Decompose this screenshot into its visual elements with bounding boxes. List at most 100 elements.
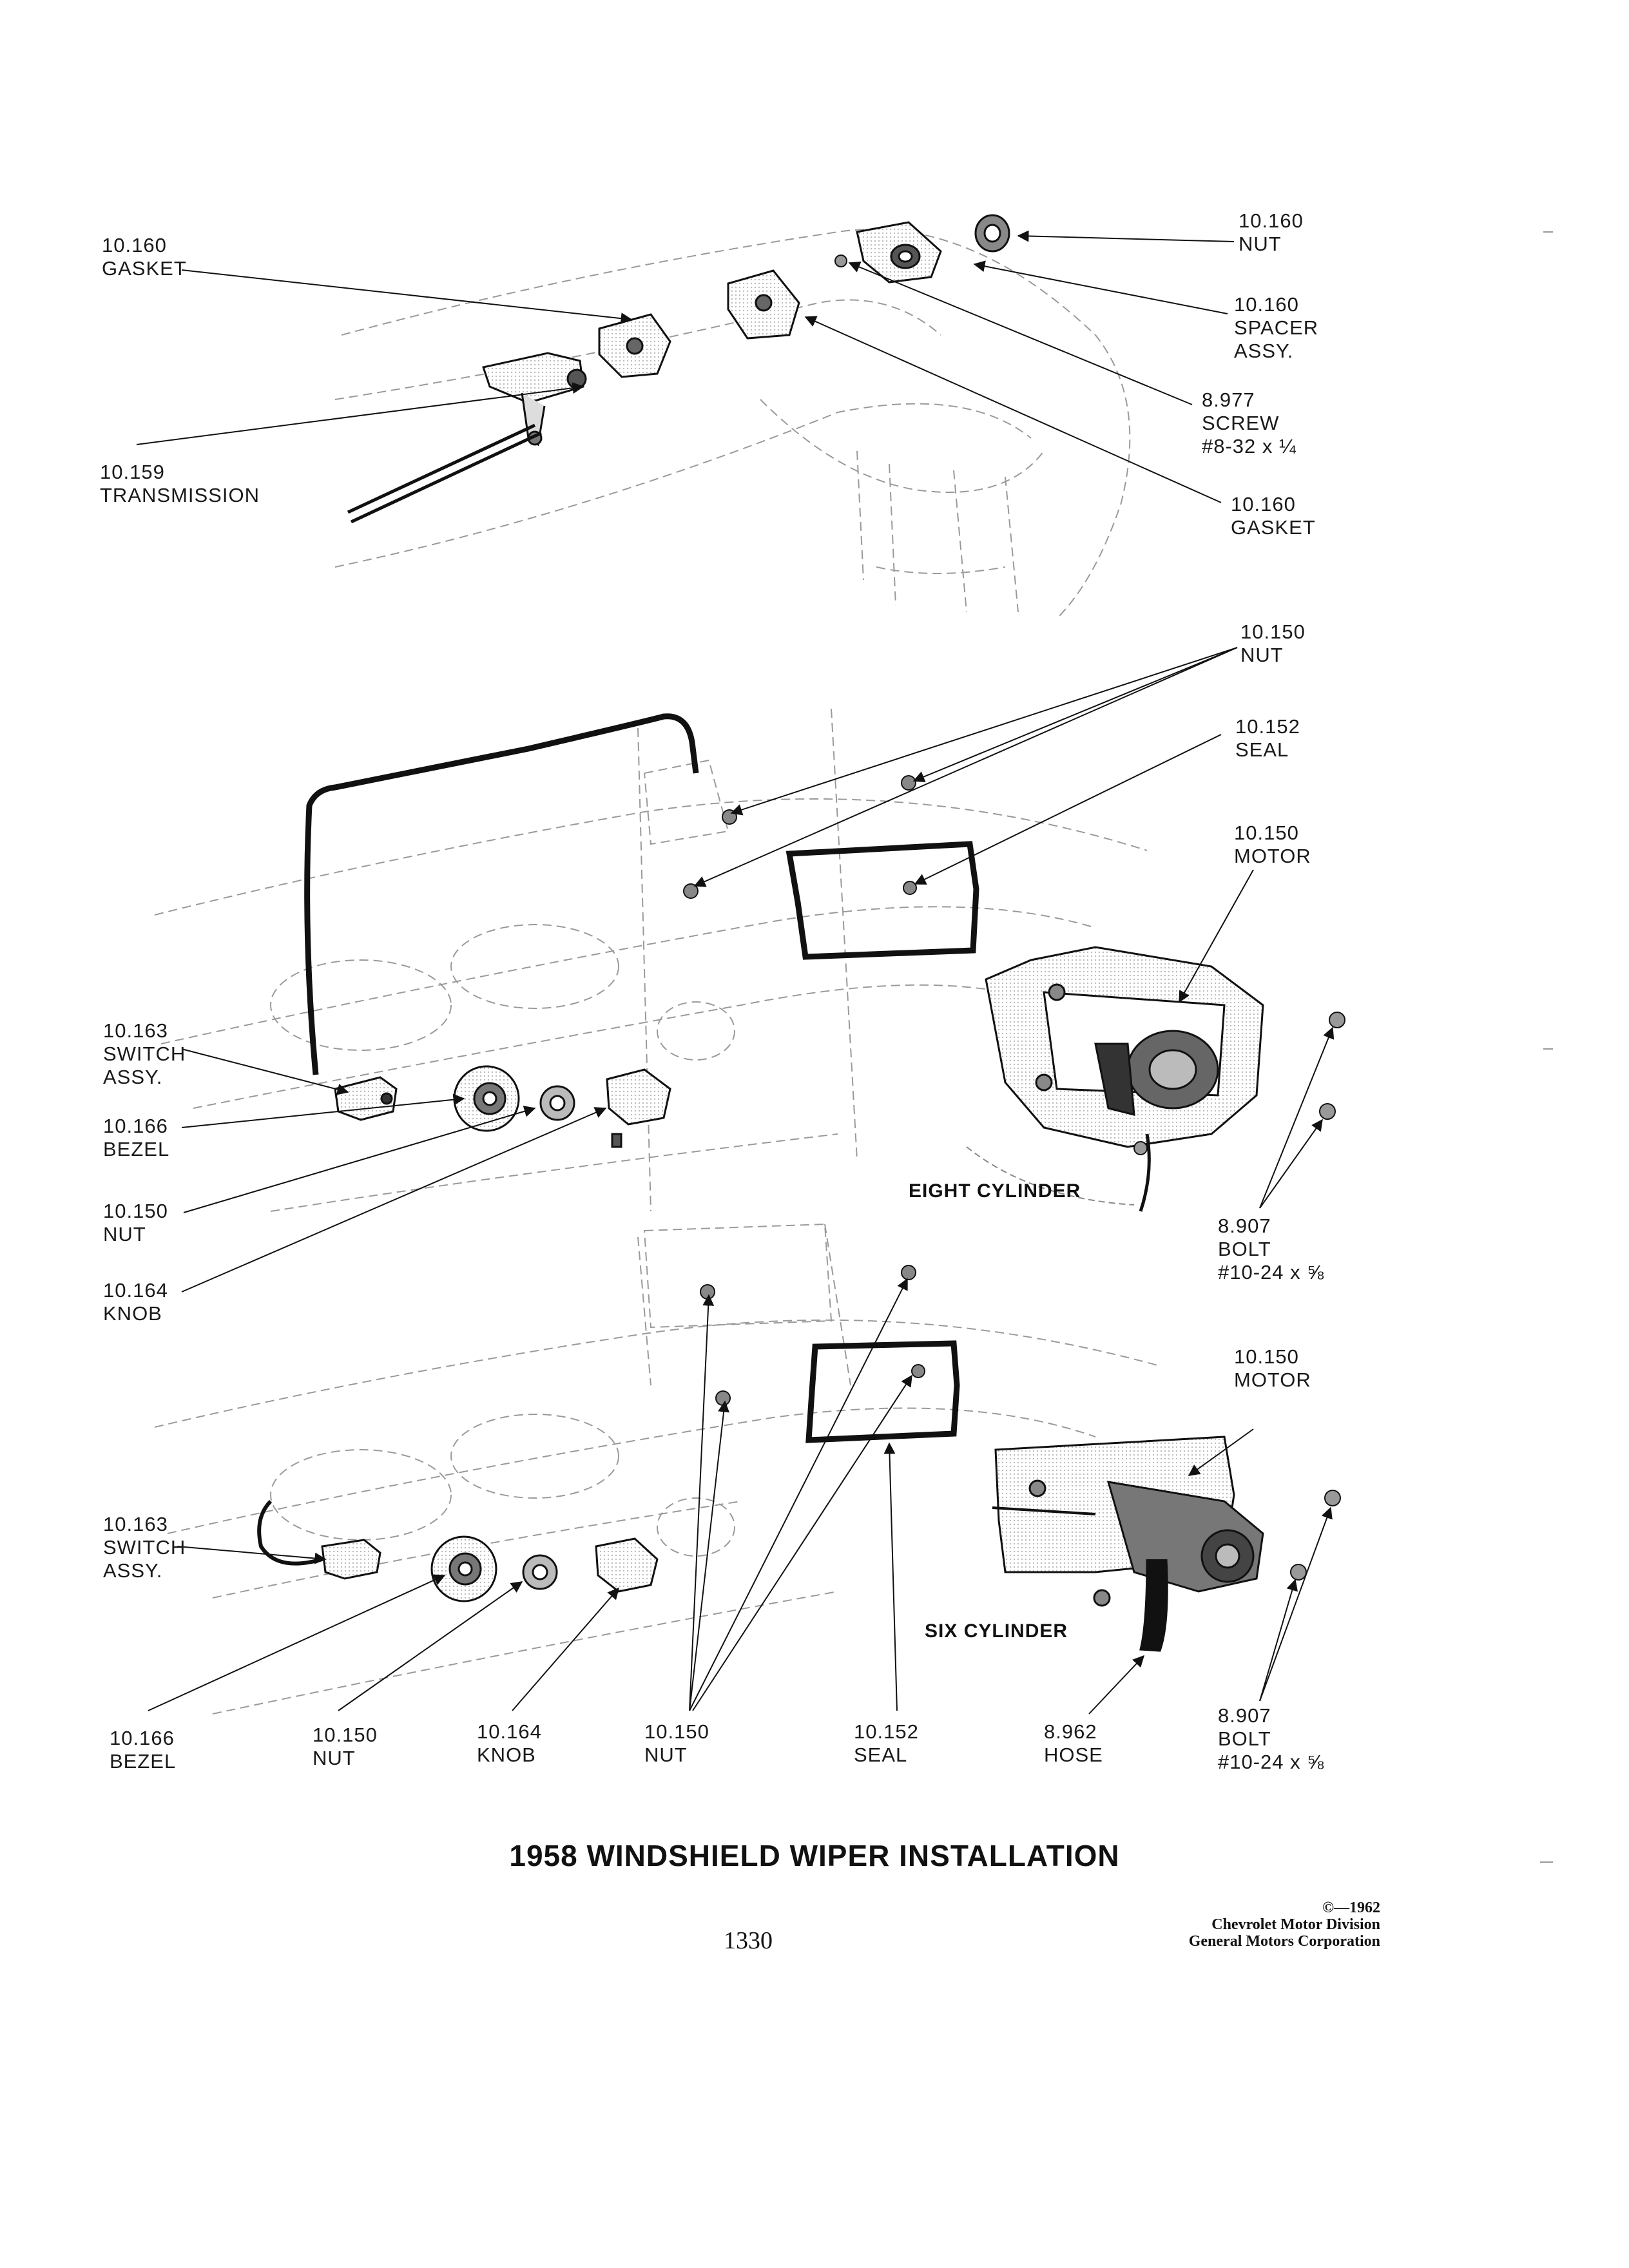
part-name: KNOB [477,1744,536,1766]
part-number: 10.164 [103,1279,168,1302]
top-leader-lines [136,230,1235,503]
top-spacer-assembly [856,221,942,284]
label-v6-hose: 8.962 HOSE [1044,1720,1103,1767]
part-name: GASKET [102,257,187,280]
part-name: BEZEL [103,1138,170,1160]
v8-seal-part [786,841,979,960]
part-name: BOLT [1218,1727,1271,1750]
label-top-gasket-left: 10.160 GASKET [102,234,187,280]
part-spec: #10-24 x ⅝ [1218,1751,1325,1773]
part-number: 10.150 [313,1724,378,1746]
part-name: SPACER [1234,316,1319,339]
v6-switch-knob-parts [257,1499,659,1602]
part-number: 8.962 [1044,1720,1097,1743]
v6-nut-parts [700,1265,925,1406]
windshield-weatherstrip [304,713,699,1075]
part-name-2: ASSY. [103,1066,163,1088]
part-number: 8.907 [1218,1704,1271,1727]
part-number: 10.159 [100,461,165,483]
v8-dash-outline [154,708,1148,1212]
label-top-nut: 10.160 NUT [1239,209,1304,256]
part-number: 10.164 [477,1720,542,1743]
part-name: TRANSMISSION [100,484,260,506]
part-name: BEZEL [110,1750,177,1773]
v6-dash-outline [154,1223,1161,1715]
part-name: MOTOR [1234,1369,1311,1391]
part-number: 10.150 [1240,620,1306,643]
part-number: 10.152 [1235,715,1300,738]
top-gasket-left-part [598,313,671,378]
label-top-transmission: 10.159 TRANSMISSION [100,461,260,507]
part-number: 8.977 [1202,389,1255,411]
part-number: 10.152 [854,1720,919,1743]
part-name: SWITCH [103,1043,186,1065]
label-v6-motor: 10.150 MOTOR [1234,1345,1311,1392]
label-v6-bolt: 8.907 BOLT #10-24 x ⅝ [1218,1704,1324,1774]
label-v6-nut-1: 10.150 NUT [313,1724,378,1770]
part-name: GASKET [1231,516,1316,539]
copyright-corporation: General Motors Corporation [1188,1933,1380,1950]
v6-motor-part [992,1436,1264,1652]
v8-switch-knob-parts [334,1065,671,1148]
part-name-2: ASSY. [103,1559,163,1582]
part-number: 10.163 [103,1513,168,1535]
six-cylinder-heading: SIX CYLINDER [925,1620,1068,1642]
label-v6-seal: 10.152 SEAL [854,1720,919,1767]
v8-leader-lines [181,647,1335,1293]
part-number: 10.150 [1234,1345,1299,1368]
part-number: 10.150 [103,1200,168,1222]
label-top-screw: 8.977 SCREW #8-32 x ¼ [1202,389,1296,458]
label-v8-nut-top: 10.150 NUT [1240,620,1306,667]
part-name: NUT [313,1747,356,1769]
part-spec: #10-24 x ⅝ [1218,1261,1325,1283]
v8-hose-line [966,1146,1135,1206]
label-v6-nut-2: 10.150 NUT [644,1720,709,1767]
v8-motor-part [985,946,1264,1212]
part-name: MOTOR [1234,845,1311,867]
v6-leader-lines [148,1278,1333,1715]
part-name: KNOB [103,1302,162,1325]
label-v8-bolt: 8.907 BOLT #10-24 x ⅝ [1218,1215,1324,1284]
label-v8-knob: 10.164 KNOB [103,1279,168,1325]
top-nut-part [974,214,1010,253]
v8-nut-parts [683,775,917,899]
label-v8-nut: 10.150 NUT [103,1200,168,1246]
label-v6-knob: 10.164 KNOB [477,1720,542,1767]
eight-cylinder-heading: EIGHT CYLINDER [909,1180,1081,1202]
part-name: NUT [1239,233,1282,255]
part-name: SCREW [1202,412,1280,434]
part-number: 10.166 [110,1727,175,1749]
page-title: 1958 WINDSHIELD WIPER INSTALLATION [509,1839,1120,1872]
label-v8-motor: 10.150 MOTOR [1234,822,1311,868]
page-number: 1330 [724,1927,773,1954]
v8-bolt-parts [1133,1012,1345,1155]
copyright-division: Chevrolet Motor Division [1211,1916,1380,1933]
label-v6-switch: 10.163 SWITCH ASSY. [103,1513,186,1582]
part-name-2: ASSY. [1234,340,1294,362]
copyright-year: ©—1962 [1322,1899,1380,1916]
part-spec: #8-32 x ¼ [1202,435,1296,457]
part-number: 10.150 [1234,822,1299,844]
label-v8-seal: 10.152 SEAL [1235,715,1300,762]
cowl-body-outline [334,228,1131,619]
label-v6-bezel: 10.166 BEZEL [110,1727,176,1773]
part-name: NUT [103,1223,146,1245]
part-name: SWITCH [103,1536,186,1559]
top-gasket-right-part [727,269,800,340]
part-number: 8.907 [1218,1215,1271,1237]
v6-bolt-parts [1290,1490,1341,1581]
copyright-block: ©—1962 Chevrolet Motor Division General … [1189,1899,1380,1950]
label-top-spacer: 10.160 SPACER ASSY. [1234,293,1318,363]
part-number: 10.160 [1231,493,1296,515]
part-number: 10.160 [1234,293,1299,316]
wiper-transmission-assembly [347,352,587,524]
part-number: 10.166 [103,1115,168,1137]
part-name: SEAL [1235,738,1289,761]
part-name: NUT [644,1744,688,1766]
part-number: 10.160 [1239,209,1304,232]
v6-seal-part [805,1340,960,1443]
part-number: 10.163 [103,1019,168,1042]
top-screw-part [834,255,847,267]
